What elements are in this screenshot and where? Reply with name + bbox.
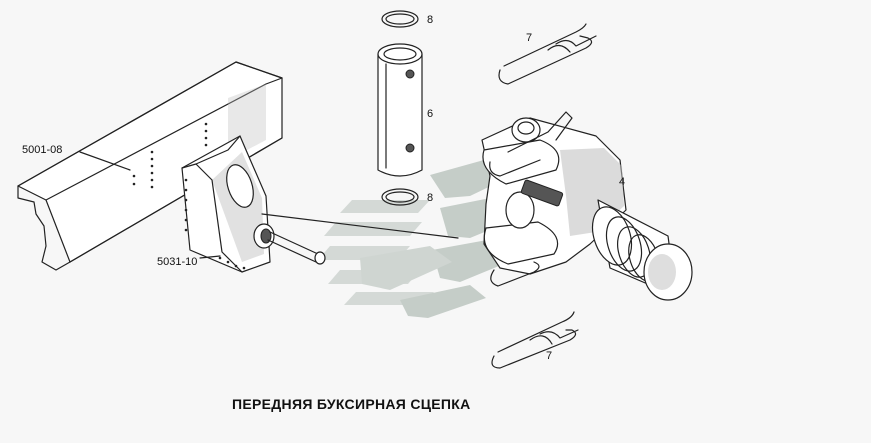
bracket-holes (184, 178, 246, 270)
retaining-ring-bottom (381, 188, 419, 206)
coupling-lower-jaw (483, 221, 559, 265)
bracket-window (226, 164, 254, 208)
bracket-boss-inner (260, 228, 272, 244)
retaining-ring-top (381, 10, 419, 28)
frame-rail-holes (132, 122, 208, 189)
label-bracket: 5031-10 (157, 256, 198, 268)
coupling-shank-collar (591, 206, 633, 266)
watermark-swoosh-4 (400, 285, 486, 318)
coupling-plate (520, 179, 564, 207)
frame-rail-web-edge (45, 77, 283, 201)
label-cotter-top: 7 (526, 32, 533, 44)
watermark-band-2 (324, 222, 422, 236)
label-ring-top: 8 (427, 14, 434, 26)
coupling-pin (377, 43, 423, 177)
bracket-side (195, 163, 243, 273)
coupling-bottom-clip (490, 261, 540, 287)
cotter-pin-bottom (491, 311, 579, 369)
bolt-shaft-top (269, 231, 319, 255)
coupling-throat (505, 191, 535, 229)
label-pin: 6 (427, 108, 434, 120)
drawing-caption: ПЕРЕДНЯЯ БУКСИРНАЯ СЦЕПКА (232, 396, 471, 412)
tow-coupling (481, 111, 693, 301)
cotter-pin-top (498, 23, 597, 85)
coupling-top-pin-head (511, 117, 541, 143)
coupling-handle (507, 111, 573, 153)
bolt-shaft-bottom (267, 239, 317, 263)
watermark-band-1 (340, 200, 430, 213)
frame-rail-top-edge (17, 61, 283, 187)
label-ring-bottom: 8 (427, 192, 434, 204)
watermark-center (360, 246, 452, 290)
bracket-outline (181, 135, 241, 169)
label-cotter-bottom: 7 (546, 350, 553, 362)
mounting-bracket (181, 135, 459, 273)
bolt-leader (261, 213, 459, 239)
callout-leaders (79, 151, 221, 259)
frame-rail-front-profile (17, 185, 71, 271)
label-frame: 5001-08 (22, 144, 63, 156)
coupling-upper-jaw (482, 139, 560, 185)
label-coupling: 4 (619, 176, 626, 188)
bolt-head (314, 251, 326, 265)
